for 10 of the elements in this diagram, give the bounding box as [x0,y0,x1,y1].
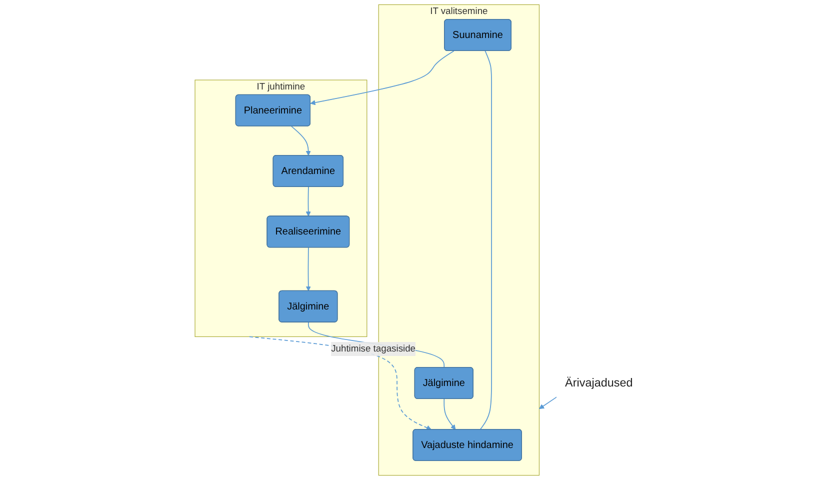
edge-label: Juhtimise tagasiside [331,344,416,354]
arrow [306,247,311,292]
connector [480,50,492,430]
arrow [310,50,454,106]
node-text: Ärivajadused [565,376,633,390]
arrow [444,398,456,430]
arrow [248,336,432,430]
arrow [306,186,311,216]
arrow [539,396,558,410]
arrow [291,126,311,156]
